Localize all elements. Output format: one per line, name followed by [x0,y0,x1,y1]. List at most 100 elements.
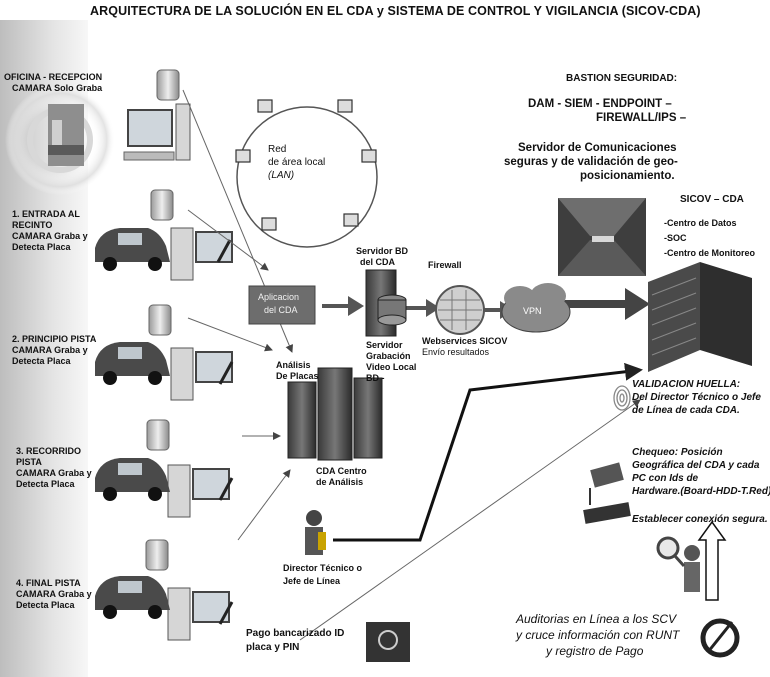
fingerprint-icon [613,385,631,411]
entrada-label-2: RECINTO [12,220,53,230]
final-label-1: 4. FINAL PISTA [16,578,81,588]
id-tag-icon [590,462,624,488]
director-label-1: Director Técnico o [283,563,363,573]
pago-label-1: Pago bancarizado ID [246,628,345,639]
analysis-server-towers [287,367,383,461]
bastion-title: BASTION SEGURIDAD: [566,73,678,84]
validacion-line-2: Del Director Técnico o Jefe [632,392,761,403]
secure-link-line [333,362,643,542]
database-server-icon [365,269,407,337]
aplicacion-box [248,285,316,325]
flow-arrow [405,299,440,317]
camera-icon [145,539,169,571]
webservices-label-2: Envío resultados [422,347,490,357]
lan-label-3: (LAN) [268,170,295,181]
grabacion-label-1: Servidor [366,340,403,350]
vpn-label: VPN [523,306,542,316]
workstation-icon [123,103,191,161]
lan-pc-icon [361,149,377,163]
principio-label-3: Detecta Placa [12,356,71,366]
recorrido-label-4: Detecta Placa [16,479,75,489]
arrow-line [187,209,269,271]
entrada-label-4: Detecta Placa [12,242,71,252]
oficina-label-1: OFICINA - RECEPCION [4,72,103,82]
auditorias-line-1: Auditorias en Línea a los SCV [516,612,677,626]
bank-payment-image [366,622,410,662]
arrow-line [299,399,641,641]
lan-label-1: Red [268,144,287,155]
cda-centro-label-1: CDA Centro [316,466,367,476]
bastion-line-4: seguras y de validación de geo- [504,156,678,168]
analisis-label-1: Análisis [276,360,311,370]
upload-arrow [697,520,727,601]
workstation-icon [167,464,230,518]
recorrido-label-2: PISTA [16,457,42,467]
oficina-label-2: CAMARA Solo Graba [12,83,103,93]
chequeo-line-1: Chequeo: Posición [632,447,723,458]
workstation-icon [170,347,233,401]
sicov-title: SICOV – CDA [680,194,744,205]
lan-pc-icon [257,99,273,113]
auditorias-line-3: y registro de Pago [546,644,644,658]
lan-pc-icon [235,149,251,163]
servidor-bd-label-1: Servidor BD [356,246,409,256]
chequeo-line-4: Hardware.(Board-HDD-T.Red) [632,486,770,497]
entrada-label-3: CAMARA Graba y [12,231,88,241]
arrow-line [237,469,291,541]
validacion-line-1: VALIDACION HUELLA: [632,379,741,390]
wrench-icon [218,601,234,625]
bastion-line-2: FIREWALL/IPS – [596,112,687,124]
audit-logo-icon [700,618,740,658]
firewall-label: Firewall [428,260,462,270]
reception-photo [48,145,84,155]
car-icon [95,228,170,271]
diagram-title: ARQUITECTURA DE LA SOLUCIÓN EN EL CDA y … [90,4,701,18]
principio-label-2: CAMARA Graba y [12,345,88,355]
camera-icon [146,419,170,451]
recorrido-label-1: 3. RECORRIDO [16,446,82,456]
server-rack-icon [648,262,752,372]
aplicacion-label-1: Aplicacion [258,292,300,302]
wrench-icon [218,477,234,501]
vpn-cloud-icon [501,283,571,333]
lan-pc-icon [343,213,359,227]
search-person-icon [656,536,700,592]
sicov-item-1: -Centro de Datos [664,218,737,228]
router-icon [583,488,631,524]
grabacion-label-2: Grabación [366,351,411,361]
camera-icon [156,69,180,101]
chequeo-line-2: Geográfica del CDA y cada [632,460,760,471]
wrench-icon [216,239,232,263]
lan-ring [236,106,378,248]
car-icon [95,342,170,385]
flow-arrow [322,296,364,316]
bastion-line-5: posicionamiento. [580,170,675,182]
bastion-line-3: Servidor de Comunicaciones [518,142,677,154]
car-icon [95,458,170,501]
sicov-item-2: -SOC [664,233,687,243]
workstation-icon [167,587,230,641]
lan-pc-icon [261,217,277,231]
final-label-2: CAMARA Graba y [16,589,92,599]
director-person-icon [305,510,326,555]
firewall-icon [435,285,485,335]
flow-arrow [560,288,650,320]
bastion-line-1: DAM - SIEM - ENDPOINT – [528,98,672,110]
pago-label-2: placa y PIN [246,642,300,653]
principio-label-1: 2. PRINCIPIO PISTA [12,334,97,344]
arrow-line [187,317,273,352]
grabacion-label-4: BD - [366,373,385,383]
car-icon [95,576,170,619]
conexion-label: Establecer conexión segura. [632,514,768,525]
cda-centro-label-2: de Análisis [316,477,364,487]
auditorias-line-2: y cruce información con RUNT [516,628,680,642]
validacion-line-3: de Línea de cada CDA. [632,405,740,416]
wrench-icon [218,361,234,385]
sicov-item-3: -Centro de Monitoreo [664,248,755,258]
camera-icon [150,189,174,221]
webservices-label-1: Webservices SICOV [422,336,508,346]
datacenter-photo [558,198,646,276]
grabacion-label-3: Video Local [366,362,417,372]
